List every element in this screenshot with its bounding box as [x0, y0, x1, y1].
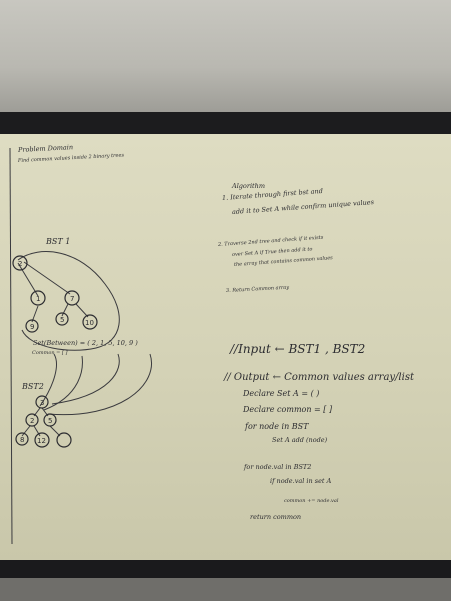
- bst1-label: BST 1: [46, 237, 71, 246]
- whiteboard-top-frame: [0, 112, 451, 134]
- bst1-node-10-label: 10: [85, 319, 94, 327]
- set-add-line: Set A add (node): [272, 436, 328, 444]
- margin-line: [9, 147, 13, 545]
- wall-bottom: [0, 578, 451, 601]
- bst2-node-3: 3: [35, 395, 49, 409]
- declare-set-line: Declare Set A = ( ): [243, 389, 320, 398]
- bst2-node-12-label: 12: [37, 437, 46, 445]
- bst1-node-10: 10: [82, 314, 98, 330]
- declare-common-line: Declare common = [ ]: [243, 405, 333, 414]
- bst2-node-5: 5: [43, 413, 57, 427]
- common-add-line: common += node.val: [284, 498, 339, 504]
- whiteboard-bottom-frame: [0, 560, 451, 578]
- bst2-node-12: 12: [34, 432, 50, 448]
- arrow-1: [39, 353, 57, 407]
- output-line: // Output ← Common values array/list: [224, 372, 414, 383]
- bst1-enclosure: [17, 251, 120, 351]
- bst2-label: BST2: [22, 382, 44, 391]
- common-line: Common = [ ]: [32, 350, 68, 356]
- bst1-node-5: 5: [55, 312, 69, 326]
- bst2-node-5-label: 5: [48, 417, 52, 425]
- whiteboard: Problem Domain Find common values inside…: [0, 134, 451, 560]
- bst1-node-2: 2: [12, 255, 28, 271]
- input-line: //Input ← BST1 , BST2: [230, 342, 366, 356]
- bst2-node-8-label: 8: [20, 436, 24, 444]
- bst1-node-9: 9: [25, 319, 39, 333]
- whiteboard-drawing: 2 1 7 5 10 9 3 2 5 8 12: [9, 147, 152, 545]
- bst2-node-extra: [56, 432, 72, 448]
- arrow-4: [47, 353, 152, 416]
- bst1-node-7: 7: [64, 290, 80, 306]
- bst2-node-3-label: 3: [40, 399, 44, 407]
- bst1-node-1-label: 1: [36, 295, 40, 303]
- bst1-node-7-label: 7: [70, 295, 74, 303]
- arrow-2: [43, 355, 83, 411]
- bst2-node-2-label: 2: [30, 417, 34, 425]
- bst1-node-9-label: 9: [30, 323, 34, 331]
- set-line: Set(Between) = ( 2, 1, 5, 10, 9 ): [33, 339, 138, 347]
- bst1-node-1: 1: [30, 290, 46, 306]
- return-line: return common: [250, 513, 302, 521]
- arrow-3: [51, 353, 120, 405]
- bst1-node-5-label: 5: [60, 316, 64, 324]
- for-node-line: for node in BST: [245, 422, 309, 431]
- bst2-node-8: 8: [15, 432, 29, 446]
- bst2-node-2: 2: [25, 413, 39, 427]
- if-node-line: if node.val in set A: [270, 477, 332, 485]
- for-node2-line: for node.val in BST2: [244, 463, 312, 471]
- wall-background: [0, 0, 451, 112]
- bst1-node-2-label: 2: [18, 260, 22, 268]
- algorithm-heading: Algorithm: [232, 182, 265, 190]
